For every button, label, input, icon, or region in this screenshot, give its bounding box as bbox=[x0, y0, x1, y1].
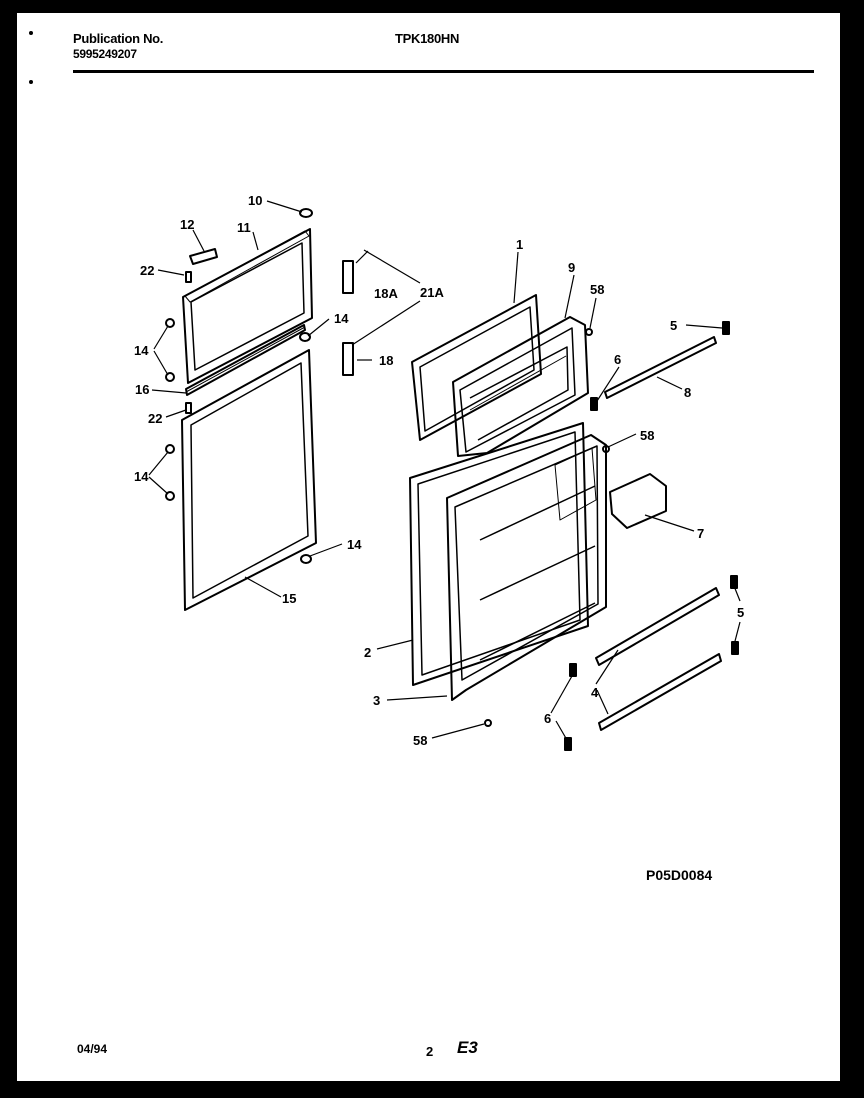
footer-date: 04/94 bbox=[77, 1042, 108, 1056]
callout-12: 12 bbox=[180, 217, 194, 232]
publication-number: 5995249207 bbox=[73, 47, 137, 61]
fresh-food-inner-liner bbox=[446, 434, 607, 701]
freezer-gasket bbox=[182, 228, 313, 384]
fresh-food-door-panel bbox=[409, 422, 589, 686]
parts-sheet: Publication No. 5995249207 TPK180HN P05D… bbox=[17, 13, 840, 1081]
leader-lines bbox=[148, 200, 741, 741]
callout-15: 15 bbox=[282, 591, 296, 606]
callout-16: 16 bbox=[135, 382, 149, 397]
callout-6: 6 bbox=[544, 711, 551, 726]
callout-14: 14 bbox=[134, 469, 149, 484]
callout-5: 5 bbox=[737, 605, 744, 620]
footer-code: E3 bbox=[457, 1038, 478, 1057]
callout-10: 10 bbox=[248, 193, 262, 208]
callout-14: 14 bbox=[134, 343, 149, 358]
callout-58: 58 bbox=[413, 733, 427, 748]
footer-page: 2 bbox=[426, 1044, 434, 1059]
callout-21a: 21A bbox=[420, 285, 444, 300]
callout-9: 9 bbox=[568, 260, 575, 275]
callout-58: 58 bbox=[590, 282, 604, 297]
callout-3: 3 bbox=[373, 693, 380, 708]
butter-door bbox=[609, 473, 667, 529]
breaker-strip bbox=[185, 324, 306, 396]
model-number: TPK180HN bbox=[395, 31, 460, 46]
header-rule bbox=[73, 70, 814, 73]
callout-18: 18 bbox=[379, 353, 393, 368]
callout-2: 2 bbox=[364, 645, 371, 660]
end-caps bbox=[484, 321, 739, 751]
callout-8: 8 bbox=[684, 385, 691, 400]
hinge-parts bbox=[165, 208, 313, 564]
scan-speck bbox=[29, 31, 33, 35]
callout-7: 7 bbox=[697, 526, 704, 541]
fresh-food-gasket bbox=[181, 349, 317, 611]
drawing-code: P05D0084 bbox=[646, 867, 713, 883]
callout-6: 6 bbox=[614, 352, 621, 367]
callout-14: 14 bbox=[334, 311, 349, 326]
callout-5: 5 bbox=[670, 318, 677, 333]
callout-22: 22 bbox=[148, 411, 162, 426]
callout-22: 22 bbox=[140, 263, 154, 278]
freezer-inner-liner bbox=[452, 316, 589, 457]
callout-58: 58 bbox=[640, 428, 654, 443]
door-handles bbox=[342, 260, 354, 376]
scan-speck bbox=[29, 80, 33, 84]
freezer-door-panel bbox=[411, 294, 542, 441]
callout-4: 4 bbox=[591, 685, 599, 700]
trim-strips bbox=[595, 336, 722, 731]
publication-label: Publication No. bbox=[73, 31, 164, 46]
callout-1: 1 bbox=[516, 237, 523, 252]
callout-11: 11 bbox=[237, 220, 251, 235]
callout-labels: 10 12 11 22 18A 21A 14 14 18 16 22 14 14… bbox=[134, 193, 744, 748]
callout-14: 14 bbox=[347, 537, 362, 552]
callout-18a: 18A bbox=[374, 286, 398, 301]
